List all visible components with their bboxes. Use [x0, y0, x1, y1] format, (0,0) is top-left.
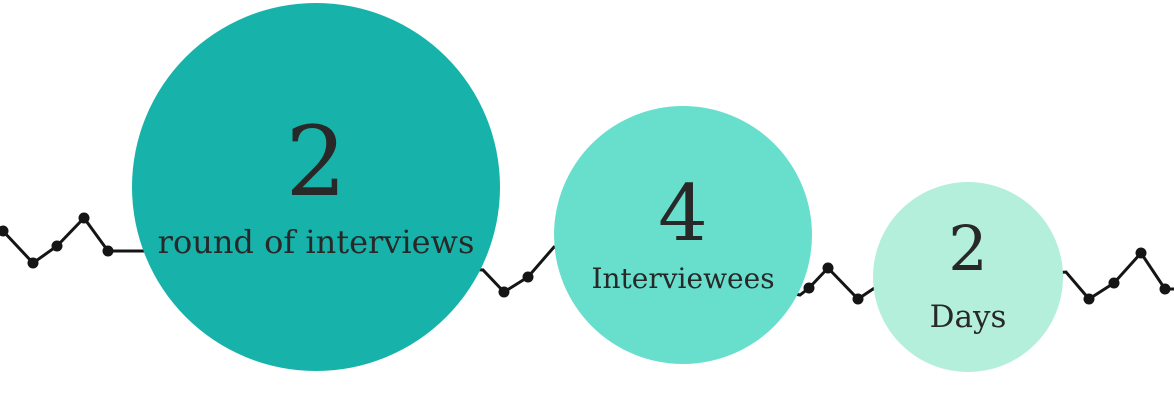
zigzag-polyline	[1, 215, 1174, 301]
zigzag-data-dots	[0, 212, 1171, 305]
stat-label-rounds: round of interviews	[157, 222, 475, 261]
stat-circle-interviewees: 4 Interviewees	[554, 106, 812, 364]
stat-value-interviewees: 4	[658, 168, 708, 259]
stat-label-days: Days	[929, 299, 1007, 336]
stat-circle-rounds: 2 round of interviews	[132, 3, 500, 371]
stat-label-interviewees: Interviewees	[591, 261, 775, 295]
stat-value-rounds: 2	[285, 105, 347, 218]
stat-circle-days: 2 Days	[873, 182, 1063, 372]
stat-value-days: 2	[948, 212, 988, 286]
